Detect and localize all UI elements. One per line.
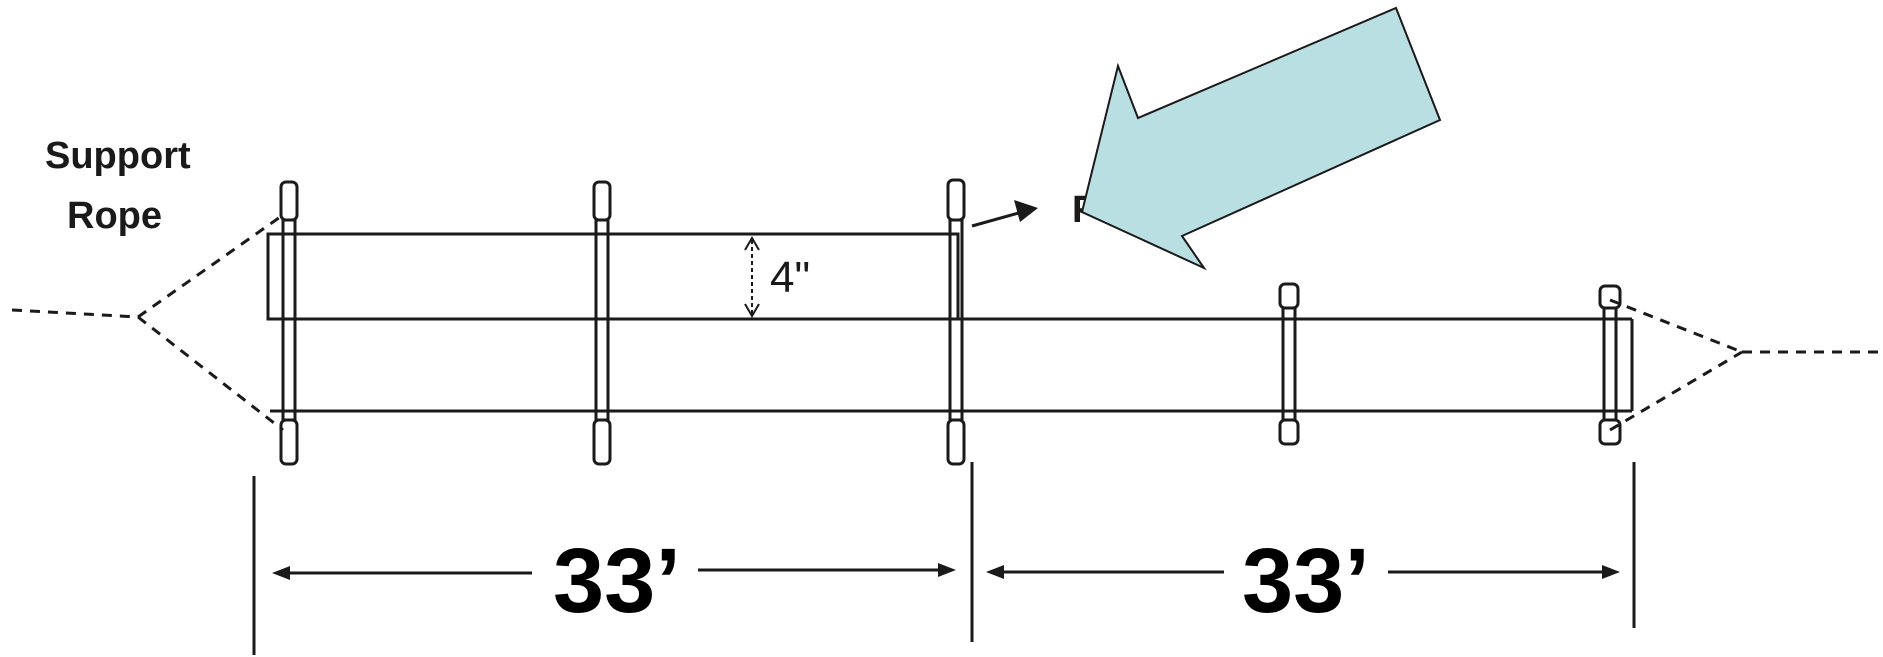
callout-arrow (1080, 6, 1442, 271)
post-2 (592, 180, 612, 466)
post-5 (1598, 284, 1622, 446)
right-dimension: 33’ (986, 530, 1620, 632)
left-dimension-label: 33’ (553, 530, 681, 632)
support-rope-label-line1: Support (45, 135, 191, 177)
gap-label: 4" (770, 253, 810, 302)
left-upper-boom-section (266, 232, 960, 321)
post-4 (1278, 282, 1300, 446)
right-dimension-label: 33’ (1242, 530, 1370, 632)
post-1 (279, 180, 299, 466)
pointer-arrow (971, 200, 1038, 228)
left-support-rope (11, 213, 284, 432)
left-dimension: 33’ (272, 530, 956, 632)
right-support-rope (1609, 298, 1880, 432)
gap-indicator: 4" (744, 236, 810, 318)
dimension-extension-lines (252, 462, 1636, 655)
post-3 (946, 178, 966, 466)
support-rope-label-line2: Rope (67, 195, 162, 237)
